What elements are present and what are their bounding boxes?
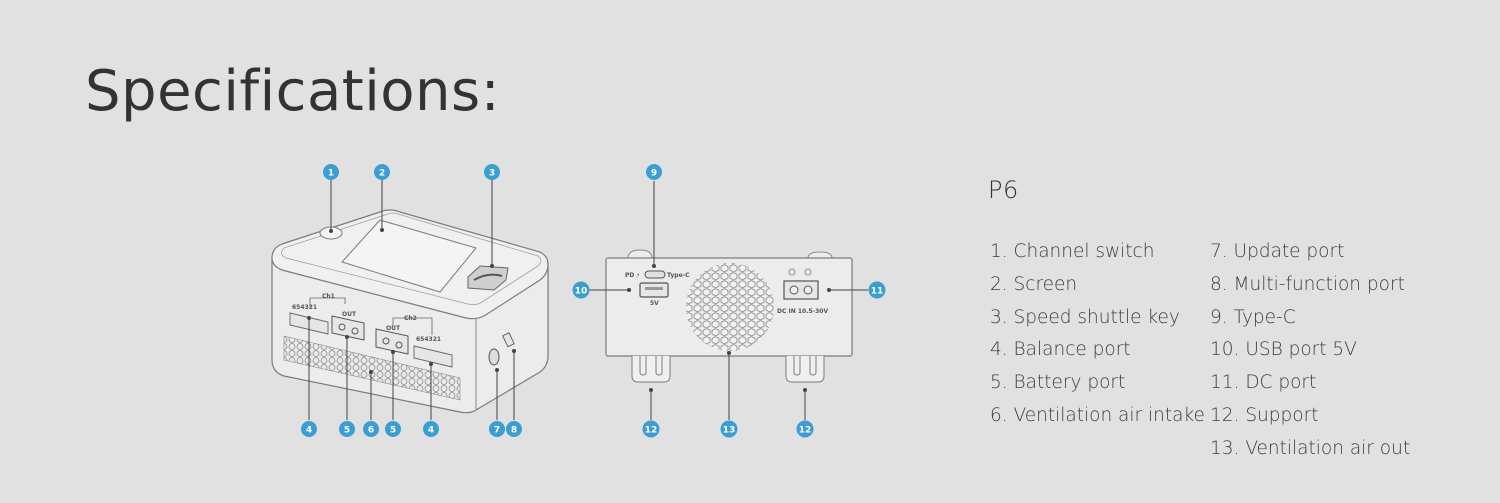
- svg-text:12: 12: [799, 426, 812, 436]
- legend-item: 3. Speed shuttle key: [990, 306, 1180, 328]
- ch2-out-label: OUT: [386, 325, 401, 332]
- badge-10: 10: [572, 281, 590, 299]
- pd-label: PD: [625, 272, 634, 279]
- battery-port-1: [331, 315, 365, 341]
- legend-item: 6. Ventilation air intake: [990, 404, 1205, 426]
- svg-text:1: 1: [328, 169, 334, 179]
- badge-8: 8: [506, 421, 522, 437]
- svg-text:12: 12: [645, 426, 658, 436]
- svg-text:4: 4: [306, 426, 312, 436]
- screen: [341, 219, 477, 293]
- rear-leader-lines: [589, 181, 868, 420]
- front-leader-lines: [307, 180, 516, 420]
- dc-port: [783, 280, 819, 300]
- badge-11: 11: [868, 281, 886, 299]
- speed-shuttle-key: [467, 265, 509, 291]
- front-view-device: Ch1 654321 OUT Ch2 OUT 654321: [271, 209, 549, 414]
- legend-item: 9. Type-C: [1210, 306, 1296, 328]
- legend-item: 12. Support: [1210, 404, 1319, 426]
- badge-5b: 5: [385, 421, 401, 437]
- legend-item: 10. USB port 5V: [1210, 339, 1357, 361]
- svg-text:5: 5: [390, 426, 396, 436]
- legend-item: 13. Ventilation air out: [1210, 437, 1411, 459]
- badge-7: 7: [489, 421, 505, 437]
- legend-item: 1. Channel switch: [990, 241, 1155, 262]
- legend-column-2: 7. Update port 8. Multi-function port 9.…: [1210, 236, 1410, 466]
- dc-in-label: DC IN 10.5-30V: [777, 308, 828, 315]
- ventilation-air-out: [686, 263, 774, 351]
- support-right: [785, 356, 825, 383]
- svg-text:3: 3: [489, 169, 495, 179]
- svg-text:6: 6: [368, 426, 374, 436]
- legend-column-1: 1. Channel switch 2. Screen 3. Speed shu…: [990, 236, 1205, 433]
- balance-port-2: [413, 345, 453, 368]
- ch1-out-label: OUT: [342, 311, 357, 318]
- model-name: P6: [988, 176, 1019, 204]
- update-port: [488, 348, 500, 366]
- badge-12a: 12: [642, 420, 660, 438]
- ch1-balance-pins: 654321: [292, 304, 317, 311]
- legend-item: 2. Screen: [990, 273, 1078, 295]
- battery-port-2: [375, 328, 409, 355]
- badge-9: 9: [646, 164, 662, 180]
- svg-text:11: 11: [871, 287, 884, 297]
- badge-1: 1: [323, 164, 339, 180]
- rear-badges: 9 10 11 12 13 12: [572, 164, 886, 438]
- ch1-label: Ch1: [322, 293, 335, 300]
- legend-item: 8. Multi-function port: [1210, 273, 1405, 295]
- badge-4b: 4: [423, 421, 439, 437]
- support-left: [631, 356, 671, 383]
- legend-item: 7. Update port: [1210, 241, 1345, 262]
- svg-text:13: 13: [723, 426, 736, 436]
- badge-5: 5: [339, 421, 355, 437]
- badge-12b: 12: [796, 420, 814, 438]
- ch2-balance-pins: 654321: [416, 336, 441, 343]
- svg-text:5: 5: [344, 426, 350, 436]
- legend-item: 4. Balance port: [990, 339, 1131, 361]
- typec-label: Type-C: [667, 272, 690, 279]
- svg-text:8: 8: [511, 426, 517, 436]
- type-c-port: [644, 270, 666, 279]
- usb-5v-label: 5V: [650, 300, 659, 307]
- page-title: Specifications:: [85, 59, 501, 124]
- badge-6: 6: [363, 421, 379, 437]
- badge-2: 2: [374, 164, 390, 180]
- badge-13: 13: [720, 420, 738, 438]
- multi-function-port: [502, 332, 515, 348]
- badge-4: 4: [301, 421, 317, 437]
- svg-text:10: 10: [575, 287, 588, 297]
- svg-text:7: 7: [494, 426, 500, 436]
- legend-item: 5. Battery port: [990, 372, 1126, 394]
- product-diagram: Ch1 654321 OUT Ch2 OUT 654321: [271, 164, 886, 438]
- svg-text:9: 9: [651, 169, 657, 179]
- rear-view-device: PD ⚡ Type-C 5V DC IN 10.5-30V: [605, 249, 853, 383]
- ch2-label: Ch2: [404, 315, 417, 322]
- legend-item: 11. DC port: [1210, 372, 1317, 394]
- svg-text:2: 2: [379, 169, 385, 179]
- svg-text:4: 4: [428, 426, 434, 436]
- front-badges: 1 2 3 4 5 6 5 4 7 8: [301, 164, 522, 437]
- badge-3: 3: [484, 164, 500, 180]
- lightning-icon: ⚡: [636, 272, 640, 279]
- ventilation-air-intake: [283, 335, 461, 401]
